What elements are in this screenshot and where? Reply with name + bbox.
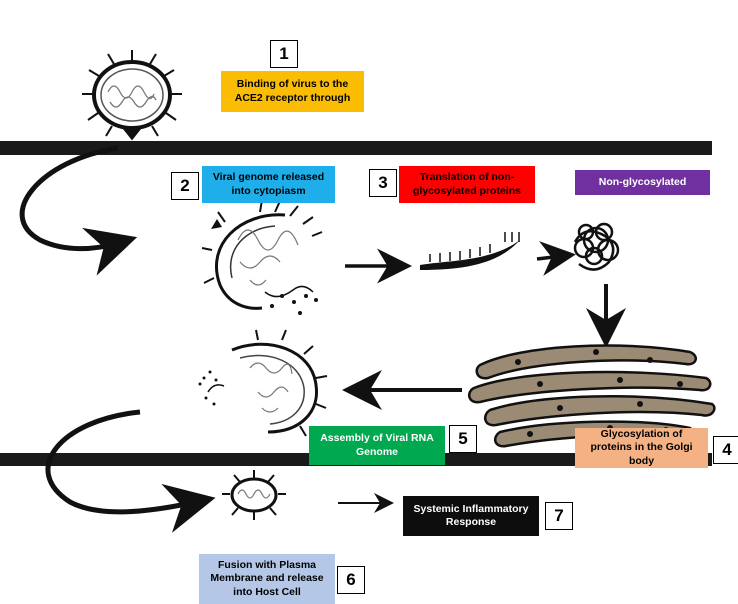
step-2-label: Viral genome released into cytopiasm	[202, 166, 335, 203]
step-3-label: Translation of non-glycosylated proteins	[399, 166, 535, 203]
step-6-label: Fusion with Plasma Membrane and release …	[199, 554, 335, 604]
step-7-number: 7	[545, 502, 573, 530]
step-5-number: 5	[449, 425, 477, 453]
step-2-number: 2	[171, 172, 199, 200]
golgi-body-icon	[467, 344, 716, 448]
step-3-label-text: Translation of non-glycosylated proteins	[413, 171, 521, 197]
step-7-label-text: Systemic Inflammatory Response	[413, 502, 529, 528]
flow-arrow-3-to-protein	[536, 241, 576, 276]
tangled-protein-icon	[573, 222, 620, 271]
step-5-label: Assembly of Viral RNA Genome	[309, 426, 445, 465]
ribosome-translation-icon	[420, 232, 520, 270]
step-6-label-text: Fusion with Plasma Membrane and release …	[210, 559, 324, 598]
upper-cell-membrane	[0, 141, 712, 155]
entry-curved-arrow	[19, 145, 138, 276]
step-4-number: 4	[713, 436, 738, 464]
step-6-number: 6	[337, 566, 365, 594]
step-2-label-text: Viral genome released into cytopiasm	[212, 171, 325, 197]
step-4-label-text: Glycosylation of proteins in the Golgi b…	[590, 428, 693, 467]
released-genome-icon	[201, 199, 323, 315]
step-4-label: Glycosylation of proteins in the Golgi b…	[575, 428, 708, 468]
step-3-number: 3	[369, 169, 397, 197]
assembling-virion-icon	[198, 329, 328, 437]
step-7-label: Systemic Inflammatory Response	[403, 496, 539, 536]
non-glycosylated-label: Non-glycosylated	[575, 170, 710, 195]
step-5-label-text: Assembly of Viral RNA Genome	[320, 432, 434, 458]
step-1-number: 1	[270, 40, 298, 68]
virus-particle-icon	[82, 50, 182, 141]
released-virion-icon	[222, 470, 286, 520]
step-1-label: Binding of virus to the ACE2 receptor th…	[221, 71, 364, 112]
step-1-label-text: Binding of virus to the ACE2 receptor th…	[234, 78, 351, 104]
non-glycosylated-label-text: Non-glycosylated	[598, 175, 687, 188]
release-curved-arrow	[45, 409, 216, 533]
